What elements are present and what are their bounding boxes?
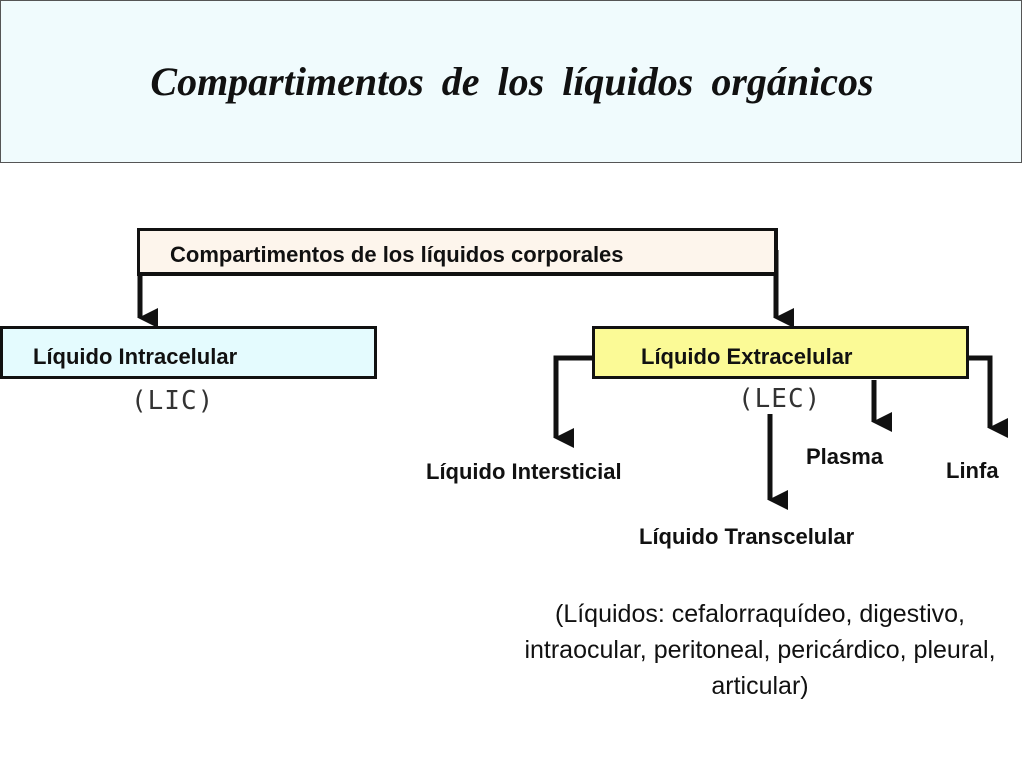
- lymph-label: Linfa: [946, 458, 999, 483]
- root-compartment-box: Compartimentos de los líquidos corporale…: [137, 228, 778, 276]
- intracellular-box: Líquido Intracelular: [0, 326, 377, 379]
- extracellular-box: Líquido Extracelular: [592, 326, 969, 379]
- plasma-label: Plasma: [806, 444, 884, 469]
- intracellular-label: Líquido Intracelular: [33, 344, 238, 369]
- title-banner: [0, 0, 1022, 163]
- extracellular-to-interstitial-arrow: [553, 355, 594, 448]
- transcellular-label: Líquido Transcelular: [639, 524, 855, 549]
- extracellular-abbr: (LEC): [738, 384, 822, 414]
- extracellular-to-lymph-arrow: [968, 355, 1008, 438]
- transcellular-note: (Líquidos: cefalorraquídeo, digestivo, i…: [524, 600, 996, 700]
- page-title: Compartimentos de los líquidos orgánicos: [150, 59, 874, 104]
- root-compartment-label: Compartimentos de los líquidos corporale…: [170, 242, 624, 267]
- extracellular-label: Líquido Extracelular: [641, 344, 853, 369]
- intracellular-abbr: (LIC): [131, 386, 215, 416]
- interstitial-label: Líquido Intersticial: [426, 459, 622, 484]
